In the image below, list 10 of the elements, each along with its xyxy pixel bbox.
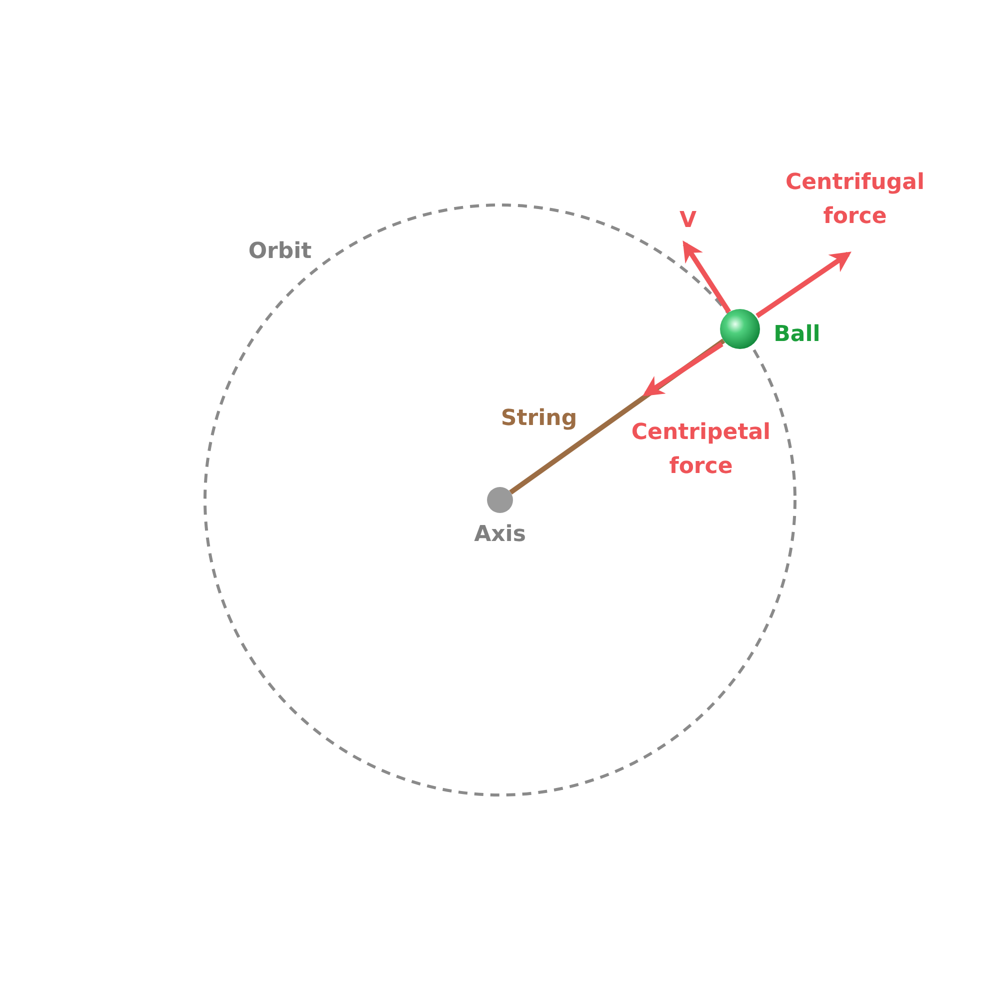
velocity-label: V xyxy=(678,207,698,235)
ball xyxy=(720,309,760,349)
ball-label: Ball xyxy=(772,321,822,349)
string-label: String xyxy=(500,405,578,433)
axis-label: Axis xyxy=(473,521,527,549)
string-line xyxy=(509,338,726,494)
orbit-label: Orbit xyxy=(247,238,313,266)
axis-dot xyxy=(487,487,513,513)
force-label: Centripetal force xyxy=(630,419,772,481)
force-label: Centrifugal force xyxy=(784,169,926,231)
